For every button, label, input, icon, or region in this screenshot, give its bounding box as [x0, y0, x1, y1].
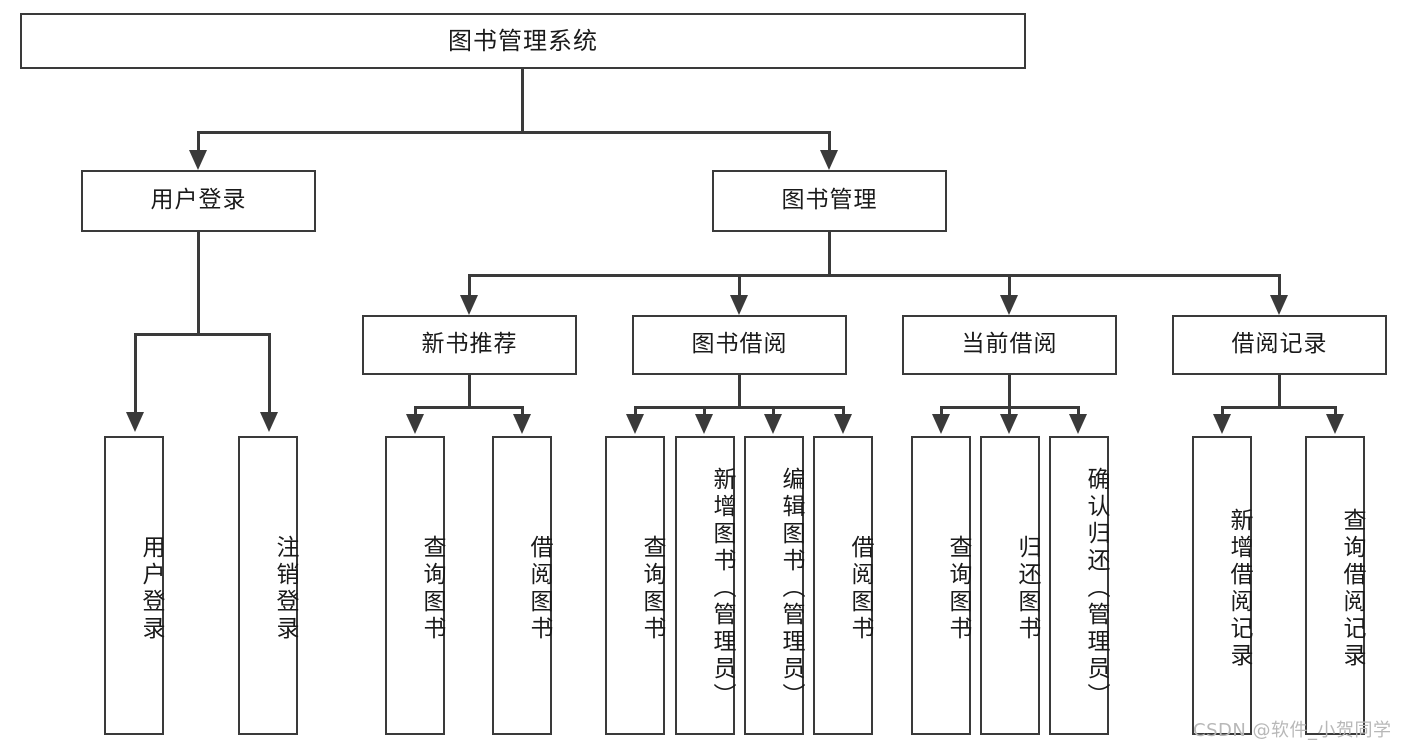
- node-leaf-query-book-2[interactable]: 查询图书: [605, 436, 665, 735]
- node-leaf-confirm-return[interactable]: 确认归还（管理员）: [1049, 436, 1109, 735]
- edge-br-drop-2: [1334, 406, 1337, 418]
- edge-user-login-bus: [134, 333, 271, 336]
- node-user-login[interactable]: 用户登录: [81, 170, 316, 232]
- node-label: 新增借阅记录: [1226, 507, 1252, 670]
- arrow-cb-leaf-3: [1069, 414, 1087, 434]
- arrow-bb-leaf-4: [834, 414, 852, 434]
- node-leaf-logout-login[interactable]: 注销登录: [238, 436, 298, 735]
- edge-book-management-bus: [468, 274, 1281, 277]
- edge-bb-drop-3: [772, 406, 775, 418]
- watermark-text: CSDN @软件_小贺同学: [1193, 720, 1392, 741]
- node-borrow-record[interactable]: 借阅记录: [1172, 315, 1387, 375]
- edge-bm-drop-2: [738, 274, 741, 302]
- node-leaf-query-book-3[interactable]: 查询图书: [911, 436, 971, 735]
- edge-bm-drop-3: [1008, 274, 1011, 302]
- node-label: 编辑图书（管理员）: [778, 467, 804, 710]
- node-label: 新增图书（管理员）: [709, 467, 735, 710]
- arrow-bb-leaf-2: [695, 414, 713, 434]
- arrow-br-leaf-1: [1213, 414, 1231, 434]
- node-label: 图书借阅: [691, 331, 788, 358]
- edge-bb-drop-2: [703, 406, 706, 418]
- arrow-bm-to-borrow-record: [1270, 295, 1288, 315]
- arrow-nbr-leaf-1: [406, 414, 424, 434]
- edge-nbr-drop-1: [414, 406, 417, 418]
- arrow-br-leaf-2: [1326, 414, 1344, 434]
- edge-book-management-stem: [828, 232, 831, 276]
- node-current-borrow[interactable]: 当前借阅: [902, 315, 1117, 375]
- arrow-root-to-book-management: [820, 150, 838, 170]
- arrow-user-login-leaf-2: [260, 412, 278, 432]
- arrow-cb-leaf-1: [932, 414, 950, 434]
- edge-root-to-user-login: [197, 131, 200, 158]
- node-label: 借阅记录: [1231, 331, 1328, 358]
- node-label: 查询图书: [945, 534, 971, 643]
- arrow-user-login-leaf-1: [126, 412, 144, 432]
- edge-bb-stem: [738, 375, 741, 409]
- arrow-bm-to-book-borrow: [730, 295, 748, 315]
- node-label: 归还图书: [1014, 534, 1040, 643]
- node-label: 查询图书: [419, 534, 445, 643]
- node-leaf-edit-book[interactable]: 编辑图书（管理员）: [744, 436, 804, 735]
- node-leaf-borrow-book-2[interactable]: 借阅图书: [813, 436, 873, 735]
- edge-cb-drop-2: [1008, 406, 1011, 418]
- node-label: 图书管理系统: [448, 26, 598, 55]
- arrow-bm-to-current-borrow: [1000, 295, 1018, 315]
- node-root-system[interactable]: 图书管理系统: [20, 13, 1026, 69]
- arrow-nbr-leaf-2: [513, 414, 531, 434]
- arrow-root-to-user-login: [189, 150, 207, 170]
- node-leaf-add-record[interactable]: 新增借阅记录: [1192, 436, 1252, 735]
- edge-bb-drop-4: [842, 406, 845, 418]
- node-label: 用户登录: [150, 187, 247, 214]
- edge-root-stem: [521, 69, 524, 133]
- edge-br-bus: [1221, 406, 1337, 409]
- node-leaf-add-book[interactable]: 新增图书（管理员）: [675, 436, 735, 735]
- node-leaf-borrow-book-1[interactable]: 借阅图书: [492, 436, 552, 735]
- edge-cb-drop-3: [1077, 406, 1080, 418]
- edge-user-login-drop-2: [268, 333, 271, 416]
- arrow-bm-to-new-book-recommend: [460, 295, 478, 315]
- arrow-bb-leaf-1: [626, 414, 644, 434]
- node-label: 用户登录: [138, 534, 164, 643]
- node-label: 图书管理: [781, 187, 878, 214]
- edge-cb-drop-1: [940, 406, 943, 418]
- edge-bm-drop-1: [468, 274, 471, 302]
- node-label: 当前借阅: [961, 331, 1058, 358]
- edge-nbr-stem: [468, 375, 471, 409]
- node-label: 借阅图书: [526, 534, 552, 643]
- edge-nbr-bus: [414, 406, 524, 409]
- edge-nbr-drop-2: [521, 406, 524, 418]
- node-leaf-return-book[interactable]: 归还图书: [980, 436, 1040, 735]
- node-label: 新书推荐: [421, 331, 518, 358]
- edge-bb-drop-1: [634, 406, 637, 418]
- node-book-borrow[interactable]: 图书借阅: [632, 315, 847, 375]
- node-label: 查询图书: [639, 534, 665, 643]
- node-leaf-query-book-1[interactable]: 查询图书: [385, 436, 445, 735]
- edge-root-to-book-management: [828, 131, 831, 158]
- edge-bb-bus: [634, 406, 845, 409]
- edge-br-stem: [1278, 375, 1281, 409]
- node-leaf-user-login[interactable]: 用户登录: [104, 436, 164, 735]
- node-label: 借阅图书: [847, 534, 873, 643]
- arrow-cb-leaf-2: [1000, 414, 1018, 434]
- node-label: 注销登录: [272, 534, 298, 643]
- node-book-management[interactable]: 图书管理: [712, 170, 947, 232]
- edge-root-bus: [197, 131, 831, 134]
- edge-br-drop-1: [1221, 406, 1224, 418]
- node-label: 查询借阅记录: [1339, 507, 1365, 670]
- node-new-book-recommend[interactable]: 新书推荐: [362, 315, 577, 375]
- arrow-bb-leaf-3: [764, 414, 782, 434]
- edge-user-login-stem: [197, 232, 200, 335]
- edge-user-login-drop-1: [134, 333, 137, 416]
- node-label: 确认归还（管理员）: [1083, 467, 1109, 710]
- node-leaf-query-record[interactable]: 查询借阅记录: [1305, 436, 1365, 735]
- edge-cb-stem: [1008, 375, 1011, 409]
- edge-bm-drop-4: [1278, 274, 1281, 302]
